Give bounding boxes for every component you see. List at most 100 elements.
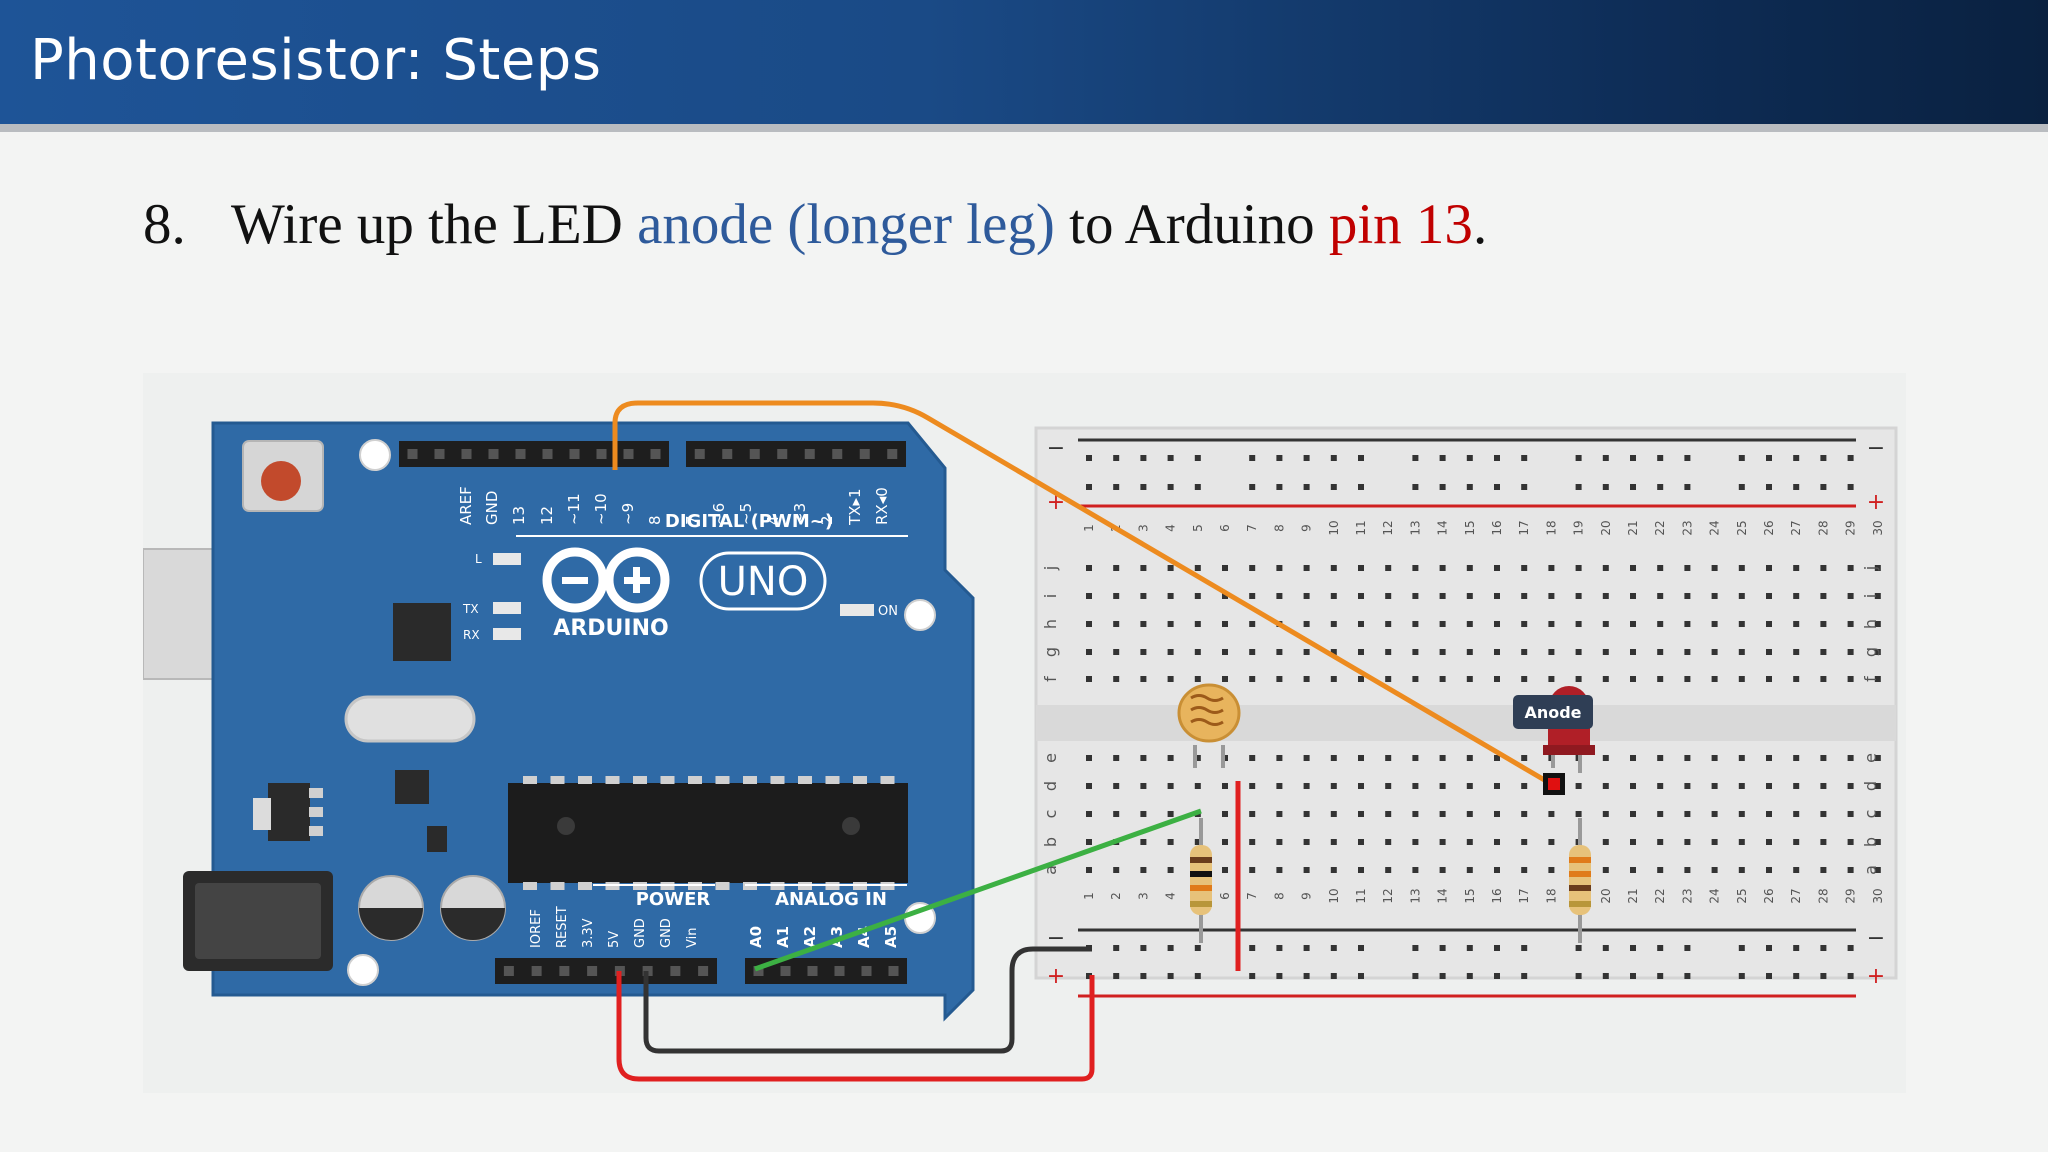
row-label: a: [1041, 865, 1060, 875]
column-label: 24: [1708, 888, 1722, 903]
rail-hole: [1276, 973, 1283, 979]
chip-pin: [715, 882, 730, 890]
breadboard-hole: [1548, 593, 1555, 599]
breadboard-hole: [1439, 676, 1446, 682]
digital-pin-label: TX▸1: [846, 488, 864, 526]
breadboard-hole: [1194, 676, 1201, 682]
breadboard-hole: [1086, 839, 1092, 845]
breadboard-hole: [1711, 565, 1718, 571]
breadboard-hole: [1358, 621, 1364, 627]
breadboard-hole: [1793, 839, 1800, 845]
rail-hole: [1521, 484, 1528, 490]
breadboard-hole: [1113, 593, 1120, 599]
breadboard-hole: [1276, 593, 1283, 599]
rail-hole: [1167, 484, 1174, 490]
breadboard-hole: [1330, 593, 1337, 599]
analog-label: ANALOG IN: [775, 889, 887, 910]
rail-hole: [1657, 973, 1664, 979]
breadboard-hole: [1820, 676, 1827, 682]
rail-hole: [1086, 484, 1092, 490]
breadboard-hole: [1548, 867, 1555, 873]
breadboard-hole: [1303, 649, 1310, 655]
breadboard-hole: [1303, 783, 1310, 789]
header-hole: [503, 966, 514, 976]
breadboard-hole: [1194, 755, 1201, 761]
breadboard-hole: [1140, 593, 1147, 599]
breadboard-hole: [1276, 839, 1283, 845]
column-label: 3: [1136, 524, 1150, 532]
digital-pin-label: ~11: [565, 493, 583, 525]
digital-pin-label: 8: [646, 515, 664, 525]
column-label: 21: [1626, 520, 1640, 535]
breadboard-hole: [1113, 649, 1120, 655]
tx-label: TX: [462, 602, 479, 616]
reg-pin-1: [309, 788, 323, 798]
header-hole: [515, 449, 526, 459]
chip-pin: [523, 776, 537, 784]
rail-hole: [1140, 484, 1147, 490]
digital-pin-label: ~10: [592, 493, 610, 525]
chip-pin: [825, 776, 840, 784]
column-label: 11: [1354, 888, 1368, 903]
crystal-oscillator: [344, 695, 476, 743]
mount-hole-1: [359, 439, 391, 471]
rail-hole: [1249, 455, 1256, 461]
breadboard-hole: [1439, 839, 1446, 845]
breadboard-hole: [1630, 676, 1636, 682]
breadboard: − + − + − + − + 112233445566778899101011…: [1034, 426, 1898, 998]
breadboard-hole: [1086, 755, 1092, 761]
rail-hole: [1630, 945, 1636, 951]
mount-hole-2: [904, 599, 936, 631]
column-label: 23: [1680, 520, 1694, 535]
breadboard-hole: [1711, 839, 1718, 845]
rail-hole: [1602, 973, 1609, 979]
breadboard-hole: [1820, 593, 1827, 599]
breadboard-hole: [1466, 783, 1473, 789]
rail-hole: [1766, 973, 1772, 979]
rail-hole: [1194, 455, 1201, 461]
regulator-tab: [253, 798, 271, 830]
breadboard-hole: [1738, 867, 1745, 873]
header-hole: [698, 966, 709, 976]
column-label: 7: [1245, 892, 1259, 900]
breadboard-hole: [1439, 867, 1446, 873]
column-label: 29: [1844, 888, 1858, 903]
brand-label: ARDUINO: [553, 616, 668, 641]
breadboard-hole: [1086, 621, 1092, 627]
column-label: 18: [1544, 520, 1558, 535]
rail-hole: [1494, 484, 1500, 490]
breadboard-hole: [1793, 811, 1800, 817]
rail-hole: [1330, 484, 1337, 490]
breadboard-hole: [1113, 565, 1120, 571]
breadboard-hole: [1494, 783, 1500, 789]
rail-hole: [1140, 973, 1147, 979]
column-label: 26: [1762, 520, 1776, 535]
row-label: f: [1041, 676, 1060, 682]
breadboard-hole: [1602, 565, 1609, 571]
breadboard-hole: [1820, 621, 1827, 627]
breadboard-hole: [1385, 676, 1392, 682]
rail-hole: [1657, 455, 1664, 461]
chip-pin: [880, 776, 895, 784]
breadboard-hole: [1494, 593, 1500, 599]
slide-title: Photoresistor: Steps: [30, 28, 602, 93]
header-hole: [888, 966, 899, 976]
breadboard-hole: [1874, 565, 1881, 571]
dc-jack-inner: [195, 883, 321, 959]
breadboard-hole: [1222, 565, 1228, 571]
column-label: 11: [1354, 520, 1368, 535]
row-label: j: [1041, 566, 1060, 571]
column-label: 16: [1490, 888, 1504, 903]
breadboard-hole: [1657, 811, 1664, 817]
digital-pin-label: ~3: [791, 503, 809, 525]
rail-hole: [1521, 973, 1528, 979]
header-hole: [887, 449, 898, 459]
breadboard-hole: [1276, 676, 1283, 682]
breadboard-hole: [1548, 649, 1555, 655]
breadboard-hole: [1303, 593, 1310, 599]
breadboard-hole: [1602, 593, 1609, 599]
column-label: 29: [1844, 520, 1858, 535]
breadboard-hole: [1167, 649, 1174, 655]
rail-hole: [1793, 945, 1800, 951]
rail-hole: [1657, 945, 1664, 951]
